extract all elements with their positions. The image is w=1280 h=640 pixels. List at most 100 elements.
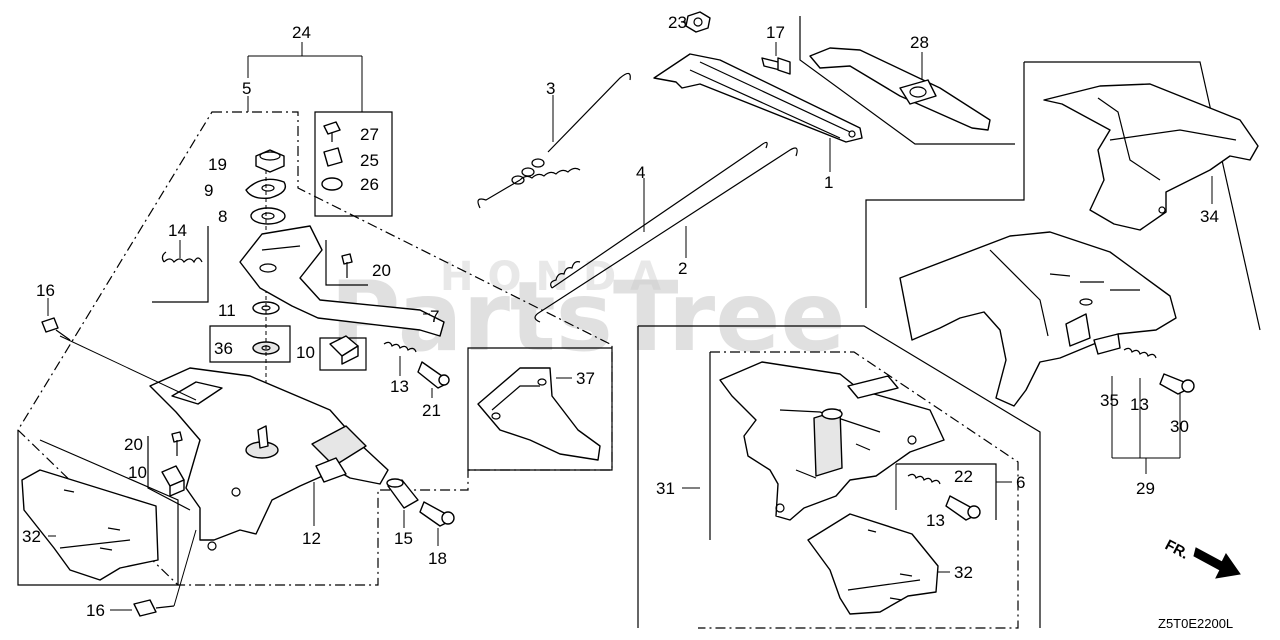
callout-30: 30: [1170, 417, 1189, 436]
part-20-screw-upper: [341, 253, 353, 278]
callout-24: 24: [292, 23, 311, 42]
part-30-screw: [1159, 373, 1195, 395]
callout-9: 9: [204, 181, 213, 200]
callout-2: 2: [678, 259, 687, 278]
part-19-nut: [255, 149, 285, 173]
callout-20-lower: 20: [124, 435, 143, 454]
callout-11: 11: [218, 301, 236, 320]
box-28: [799, 16, 1015, 145]
part-25-collar: [323, 147, 343, 167]
part-3-spring-rod: [477, 72, 631, 209]
box-31-top: [638, 325, 1041, 628]
part-32-plate-right: [807, 513, 950, 615]
callout-20-upper: 20: [372, 261, 391, 280]
box-11-36: [209, 325, 291, 363]
part-26-washer: [321, 177, 343, 191]
box-6-dashed: [698, 351, 1019, 629]
callout-16-lower: 16: [86, 601, 105, 620]
part-22-screw: [945, 495, 981, 521]
part-2-rod: [534, 147, 798, 323]
part-10-clip-upper: [329, 335, 359, 365]
callout-16-upper: 16: [36, 281, 55, 300]
callout-25: 25: [360, 151, 379, 170]
callout-13-center: 13: [926, 511, 945, 530]
callout-34: 34: [1200, 207, 1219, 226]
group-bracket-24: [247, 42, 363, 112]
front-direction-arrow: FR.: [1162, 537, 1241, 579]
callout-14: 14: [168, 221, 187, 240]
box-20-upper: [325, 240, 368, 286]
callout-18: 18: [428, 549, 447, 568]
callout-26: 26: [360, 175, 379, 194]
callout-32-left: 32: [22, 527, 41, 546]
part-10-clip-lower: [161, 465, 185, 497]
box-22-13: [896, 463, 997, 520]
box-27-25-26: [314, 111, 393, 217]
callout-27: 27: [360, 125, 379, 144]
callout-13-left: 13: [390, 377, 409, 396]
part-21-screw: [417, 361, 450, 398]
part-1-lever: [653, 53, 863, 172]
callout-13-right: 13: [1130, 395, 1149, 414]
box-32-left: [17, 430, 179, 586]
part-13-spring-left: [383, 341, 417, 376]
part-13-spring-right: [1123, 347, 1157, 359]
diagram-code: Z5T0E2200L: [1158, 616, 1233, 631]
callout-35: 35: [1100, 391, 1119, 410]
bracket-29: [1111, 376, 1181, 474]
box-37: [467, 347, 613, 471]
part-9-washer: [245, 178, 287, 200]
part-15-collar: [386, 478, 419, 528]
callout-6: 6: [1016, 473, 1025, 492]
callout-23: 23: [668, 13, 687, 32]
callout-5: 5: [242, 79, 251, 98]
part-20-screw-lower: [171, 431, 183, 456]
box-10-upper: [319, 337, 367, 371]
callout-31: 31: [656, 479, 675, 498]
callout-22: 22: [954, 467, 973, 486]
part-8-washer: [250, 207, 286, 225]
callout-4: 4: [636, 163, 645, 182]
front-label: FR.: [1162, 537, 1191, 563]
callout-32-right: 32: [954, 563, 973, 582]
callout-21: 21: [422, 401, 441, 420]
part-16-bolt-upper: [41, 298, 71, 341]
part-37-bracket: [477, 367, 601, 461]
callout-12: 12: [302, 529, 321, 548]
callout-29: 29: [1136, 479, 1155, 498]
callout-28: 28: [910, 33, 929, 52]
part-35-cover: [899, 231, 1177, 407]
callout-15: 15: [394, 529, 413, 548]
callout-8: 8: [218, 207, 227, 226]
callout-labels: 24 5 27 25 26 19 9 8 14 20 16 11 7 36 10…: [22, 13, 1219, 620]
callout-10-lower: 10: [128, 463, 147, 482]
callout-36: 36: [214, 339, 233, 358]
callout-1: 1: [824, 173, 833, 192]
callout-37: 37: [576, 369, 595, 388]
part-16-bolt-lower: [110, 529, 197, 617]
box-14: [152, 226, 209, 303]
part-18-screw: [419, 501, 455, 546]
part-34-cover: [1043, 83, 1259, 231]
part-7-lever: [239, 225, 445, 337]
part-32-plate-left: [21, 469, 159, 581]
part-4-rod: [550, 141, 768, 289]
part-31-plate: [719, 361, 945, 521]
part-28-lever: [809, 47, 991, 131]
part-12-bracket: [59, 335, 389, 551]
callout-19: 19: [208, 155, 227, 174]
callout-7: 7: [430, 307, 439, 326]
callout-3: 3: [546, 79, 555, 98]
box-34-edge: [1024, 61, 1261, 331]
part-23-nut: [682, 11, 711, 33]
part-27-screw: [323, 121, 341, 142]
callout-17: 17: [766, 23, 785, 42]
box-20-10-lower: [147, 436, 191, 511]
part-17-bolt: [761, 42, 791, 75]
callout-10-upper: 10: [296, 343, 315, 362]
box-34: [865, 62, 1025, 308]
part-14-spring: [161, 240, 203, 264]
part-13-spring-center: [907, 473, 941, 485]
